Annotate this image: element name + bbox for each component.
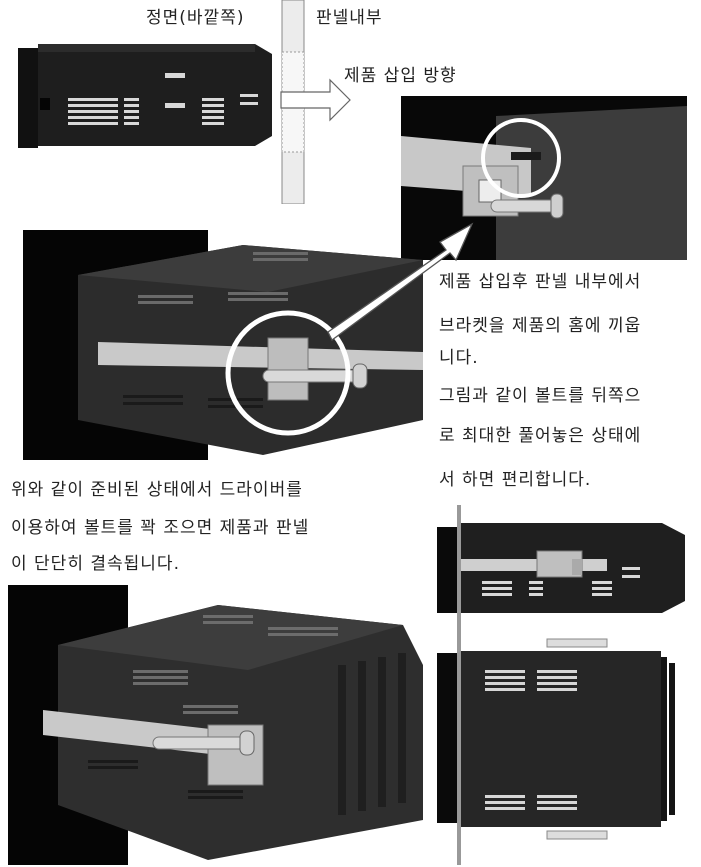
instruction-right-line3: 니다. bbox=[439, 348, 479, 368]
instruction-left-line1: 위와 같이 준비된 상태에서 드라이버를 bbox=[11, 480, 303, 500]
instruction-right-line5: 로 최대한 풀어놓은 상태에 bbox=[439, 426, 642, 446]
detail-pointer-arrow bbox=[327, 222, 474, 341]
bracket-closeup-photo bbox=[401, 96, 687, 260]
product-bolt-tightened-illustration bbox=[8, 585, 423, 865]
label-panel-inside: 판넬내부 bbox=[316, 8, 383, 28]
instruction-right-line1: 제품 삽입후 판넬 내부에서 bbox=[439, 272, 642, 292]
instruction-right-line2: 브라켓을 제품의 홈에 끼웁 bbox=[439, 316, 642, 336]
instruction-right-line4: 그림과 같이 볼트를 뒤쪽으 bbox=[439, 386, 642, 406]
label-front-outside: 정면(바깥쪽) bbox=[146, 8, 245, 28]
product-with-bracket-illustration bbox=[23, 230, 423, 460]
instruction-left-line2: 이용하여 볼트를 꽉 조으면 제품과 판넬 bbox=[11, 518, 310, 538]
label-insert-direction: 제품 삽입 방향 bbox=[344, 66, 457, 86]
product-side-view-illustration bbox=[18, 44, 272, 148]
insert-direction-arrow bbox=[280, 78, 351, 122]
instruction-right-line6: 서 하면 편리합니다. bbox=[439, 470, 592, 490]
instruction-left-line3: 이 단단히 결속됩니다. bbox=[11, 554, 180, 574]
mounted-product-views-illustration bbox=[437, 505, 685, 865]
